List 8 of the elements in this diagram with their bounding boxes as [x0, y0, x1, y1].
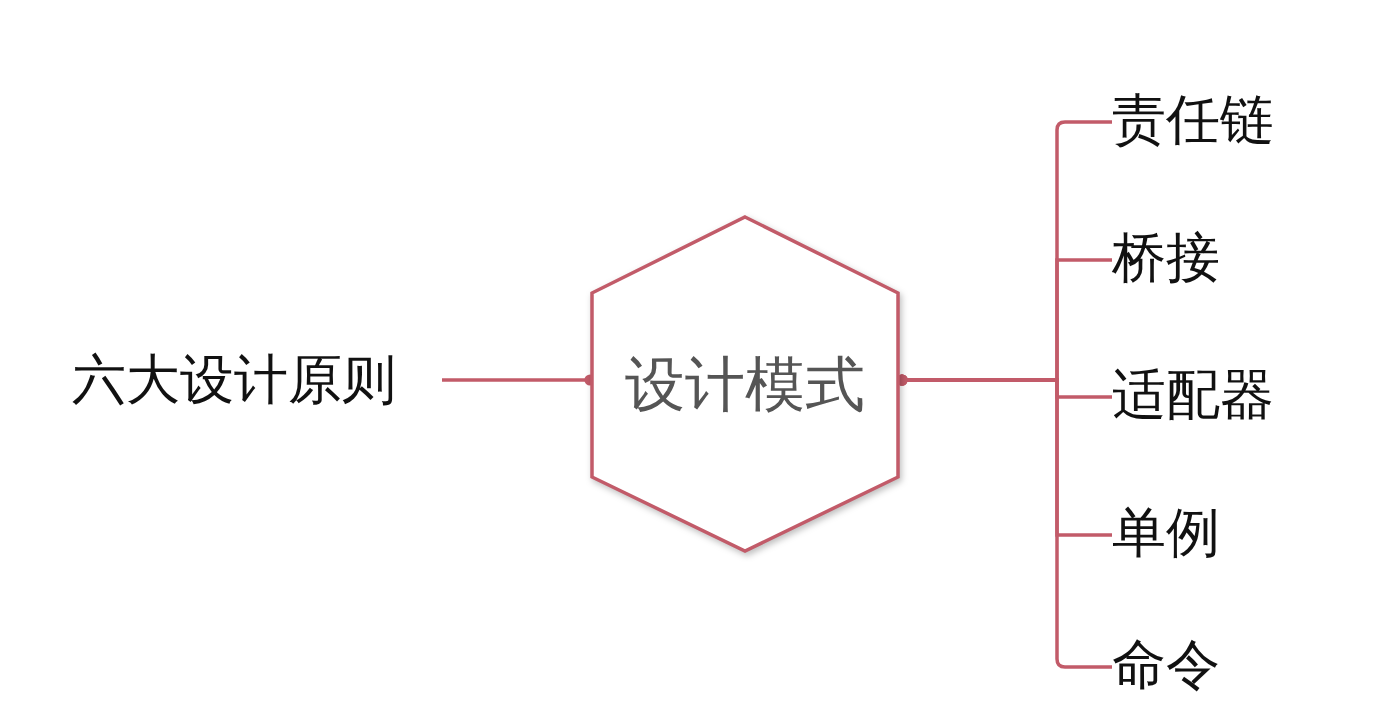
hexagon-label: 设计模式: [625, 349, 865, 419]
pattern-label: 单例: [1112, 501, 1312, 565]
principle-label: 六大设计原则: [72, 348, 442, 412]
hexagon-node: [590, 215, 900, 553]
pattern-label: 桥接: [1112, 226, 1312, 290]
pattern-label: 适配器: [1112, 363, 1312, 427]
pattern-label: 责任链: [1112, 88, 1312, 152]
pattern-label: 命令: [1112, 633, 1312, 697]
